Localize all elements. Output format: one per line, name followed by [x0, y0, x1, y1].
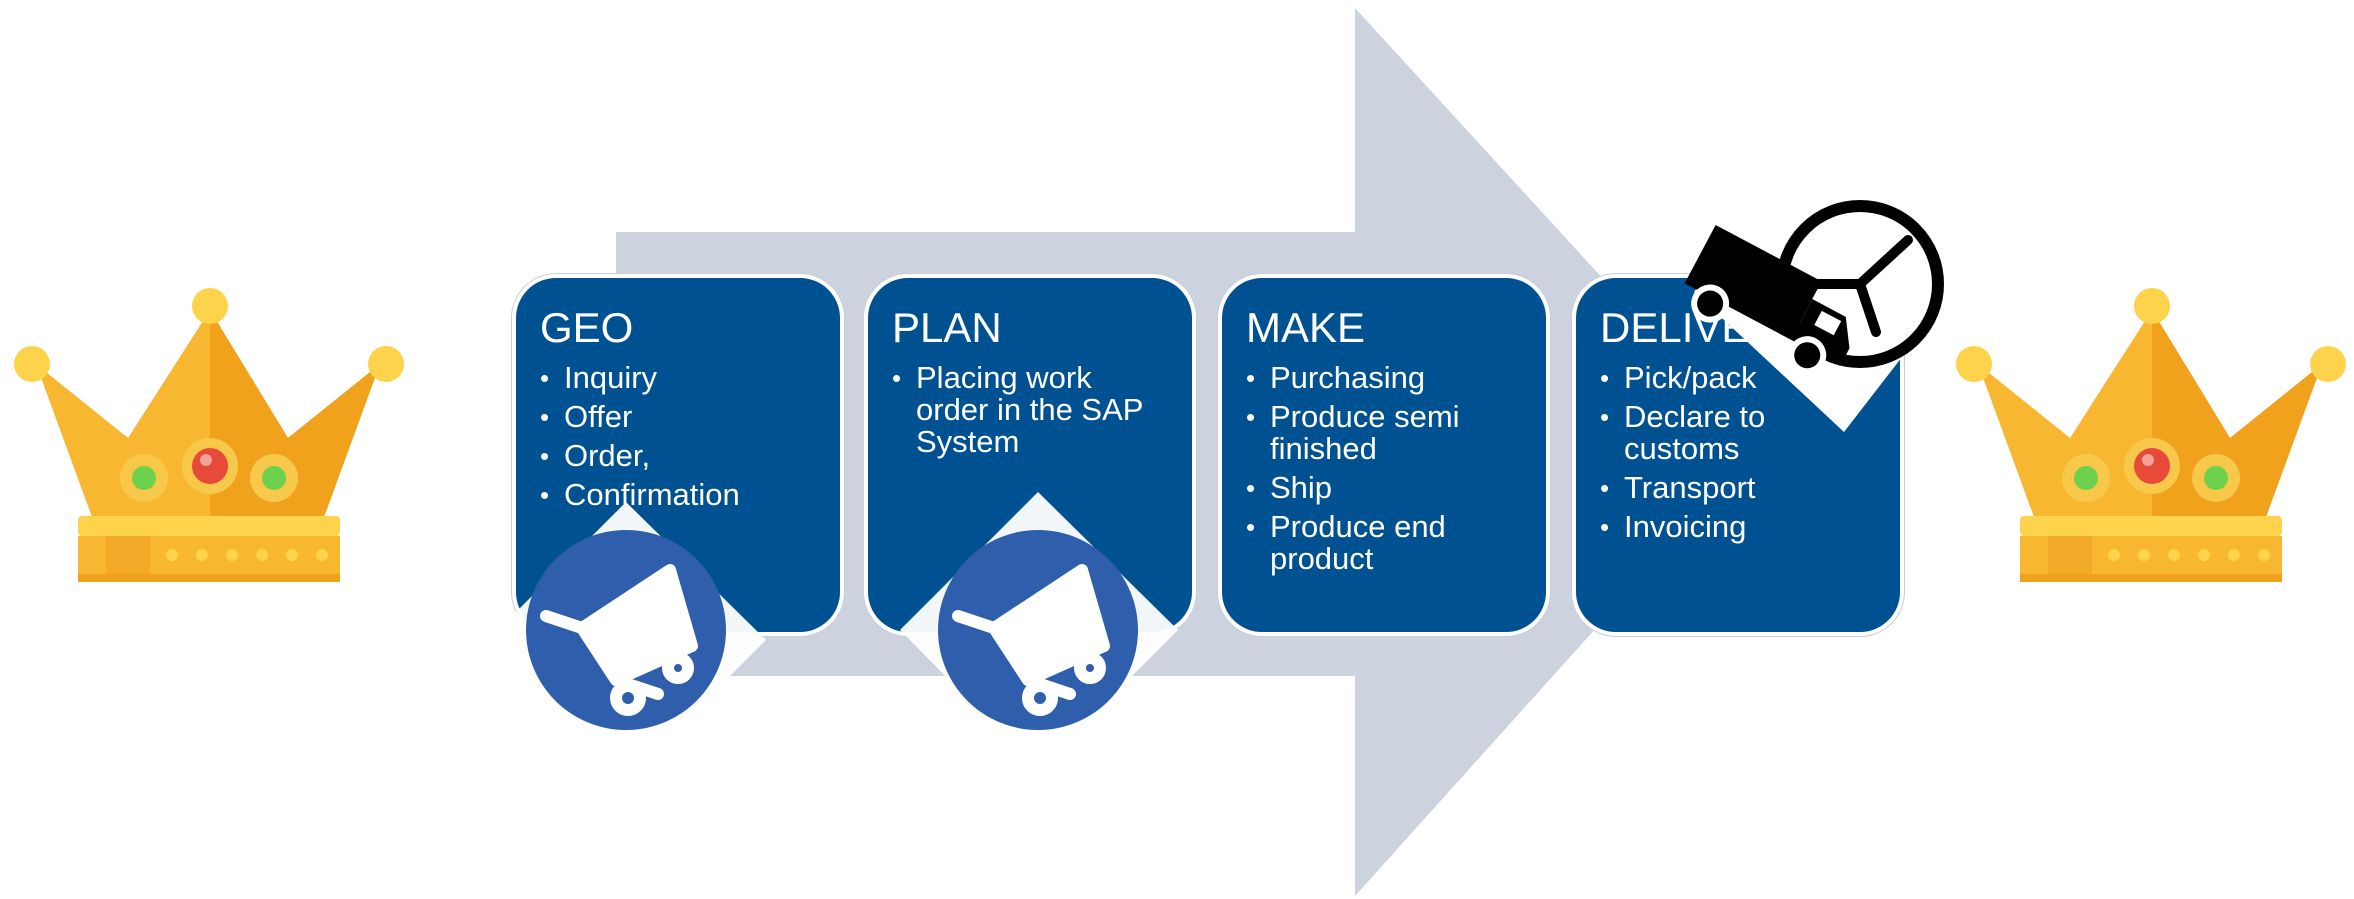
stage-item: Declare to customs — [1600, 401, 1876, 465]
stage-item: Offer — [540, 401, 816, 434]
stage-item: Inquiry — [540, 362, 816, 395]
stage-item: Produce semi finished — [1246, 401, 1522, 465]
stage-item: Placing work order in the SAP System — [892, 362, 1168, 458]
delivery-truck-clock-icon — [1684, 144, 1960, 432]
stage-item: Ship — [1246, 472, 1522, 505]
stage-item-list: Pick/pack Declare to customs Transport I… — [1600, 362, 1876, 544]
stage-item: Transport — [1600, 472, 1876, 505]
stage-item-list: Placing work order in the SAP System — [892, 362, 1168, 458]
stage-make: MAKE Purchasing Produce semi finished Sh… — [1218, 274, 1550, 636]
stage-item: Order, — [540, 440, 816, 473]
shopping-cart-icon — [900, 492, 1178, 770]
stage-item: Produce end product — [1246, 511, 1522, 575]
crown-icon — [1956, 288, 2346, 582]
stage-title: MAKE — [1246, 304, 1366, 351]
stage-item: Confirmation — [540, 479, 816, 512]
stage-item-list: Inquiry Offer Order, Confirmation — [540, 362, 816, 512]
crown-icon — [14, 288, 404, 582]
stage-item: Pick/pack — [1600, 362, 1876, 395]
stage-item-list: Purchasing Produce semi finished Ship Pr… — [1246, 362, 1522, 575]
stage-title: GEO — [540, 304, 634, 351]
stage-title: PLAN — [892, 304, 1002, 351]
stage-item: Purchasing — [1246, 362, 1522, 395]
stage-item: Invoicing — [1600, 511, 1876, 544]
shopping-cart-icon — [488, 502, 766, 780]
